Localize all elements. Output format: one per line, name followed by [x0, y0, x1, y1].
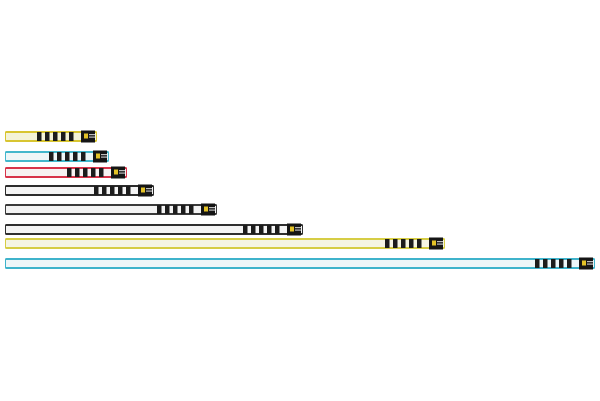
sling-5-stripe-3: [173, 205, 178, 214]
sling-4: [5, 184, 154, 197]
sling-3-body: [6, 169, 126, 176]
sling-7-stripe-2: [393, 239, 398, 248]
sling-3-label-logo: [114, 169, 118, 175]
sling-5: [5, 203, 217, 216]
sling-1-stripe-2: [45, 132, 50, 141]
sling-1-label-line-1: [89, 134, 95, 136]
sling-4-stripe-3: [110, 186, 115, 195]
sling-5-stripe-4: [181, 205, 186, 214]
sling-7-label-logo: [432, 240, 436, 246]
sling-2-stripe-2: [57, 152, 62, 161]
sling-8-stripe-5: [567, 259, 572, 268]
sling-3-label-line-2: [119, 172, 125, 174]
sling-2-stripe-1: [49, 152, 54, 161]
sling-4-label-line-1: [146, 188, 152, 190]
sling-2-stripe-4: [73, 152, 78, 161]
sling-1-stripe-3: [53, 132, 58, 141]
sling-5-label-line-2: [209, 209, 215, 211]
sling-6-stripe-2: [251, 225, 256, 234]
sling-2-stripe-3: [65, 152, 70, 161]
sling-8: [5, 257, 595, 270]
sling-5-stripe-2: [165, 205, 170, 214]
sling-2-stripe-5: [81, 152, 86, 161]
sling-8-body: [6, 260, 594, 267]
sling-2-label-logo: [96, 153, 100, 159]
sling-7-stripe-3: [401, 239, 406, 248]
sling-1: [5, 130, 97, 143]
sling-7-stripe-1: [385, 239, 390, 248]
sling-4-stripe-5: [126, 186, 131, 195]
sling-6-label-logo: [290, 226, 294, 232]
sling-5-stripe-5: [189, 205, 194, 214]
sling-8-stripe-2: [543, 259, 548, 268]
sling-7: [5, 237, 445, 250]
sling-6-stripe-4: [267, 225, 272, 234]
sling-7-label-line-1: [437, 241, 443, 243]
sling-8-stripe-4: [559, 259, 564, 268]
sling-7-stripe-4: [409, 239, 414, 248]
sling-4-stripe-2: [102, 186, 107, 195]
sling-8-stripe-1: [535, 259, 540, 268]
sling-6-label-line-1: [295, 227, 301, 229]
sling-2-label-line-2: [101, 156, 107, 158]
sling-3-stripe-5: [99, 168, 104, 177]
sling-3-stripe-3: [83, 168, 88, 177]
sling-1-label-logo: [84, 133, 88, 139]
sling-6-body: [6, 226, 302, 233]
sling-3-stripe-1: [67, 168, 72, 177]
sling-8-label-line-2: [587, 263, 593, 265]
sling-1-stripe-1: [37, 132, 42, 141]
sling-3-stripe-2: [75, 168, 80, 177]
sling-5-body: [6, 206, 216, 213]
sling-7-label-line-2: [437, 243, 443, 245]
sling-8-label-logo: [582, 260, 586, 266]
sling-1-stripe-5: [69, 132, 74, 141]
sling-6-label-line-2: [295, 229, 301, 231]
slings-group: [5, 130, 595, 270]
sling-8-label-line-1: [587, 261, 593, 263]
sling-1-label-line-2: [89, 136, 95, 138]
sling-7-stripe-5: [417, 239, 422, 248]
sling-5-stripe-1: [157, 205, 162, 214]
sling-6-stripe-1: [243, 225, 248, 234]
sling-6-stripe-3: [259, 225, 264, 234]
sling-5-label-line-1: [209, 207, 215, 209]
sling-4-body: [6, 187, 153, 194]
sling-5-label-logo: [204, 206, 208, 212]
sling-3-stripe-4: [91, 168, 96, 177]
sling-4-label-line-2: [146, 190, 152, 192]
sling-6-stripe-5: [275, 225, 280, 234]
sling-2: [5, 150, 109, 163]
sling-3: [5, 166, 127, 179]
sling-4-stripe-1: [94, 186, 99, 195]
sling-7-body: [6, 240, 444, 247]
sling-4-stripe-4: [118, 186, 123, 195]
sling-1-body: [6, 133, 96, 140]
sling-1-stripe-4: [61, 132, 66, 141]
sling-6: [5, 223, 303, 236]
sling-2-label-line-1: [101, 154, 107, 156]
sling-8-stripe-3: [551, 259, 556, 268]
sling-4-label-logo: [141, 187, 145, 193]
sling-3-label-line-1: [119, 170, 125, 172]
